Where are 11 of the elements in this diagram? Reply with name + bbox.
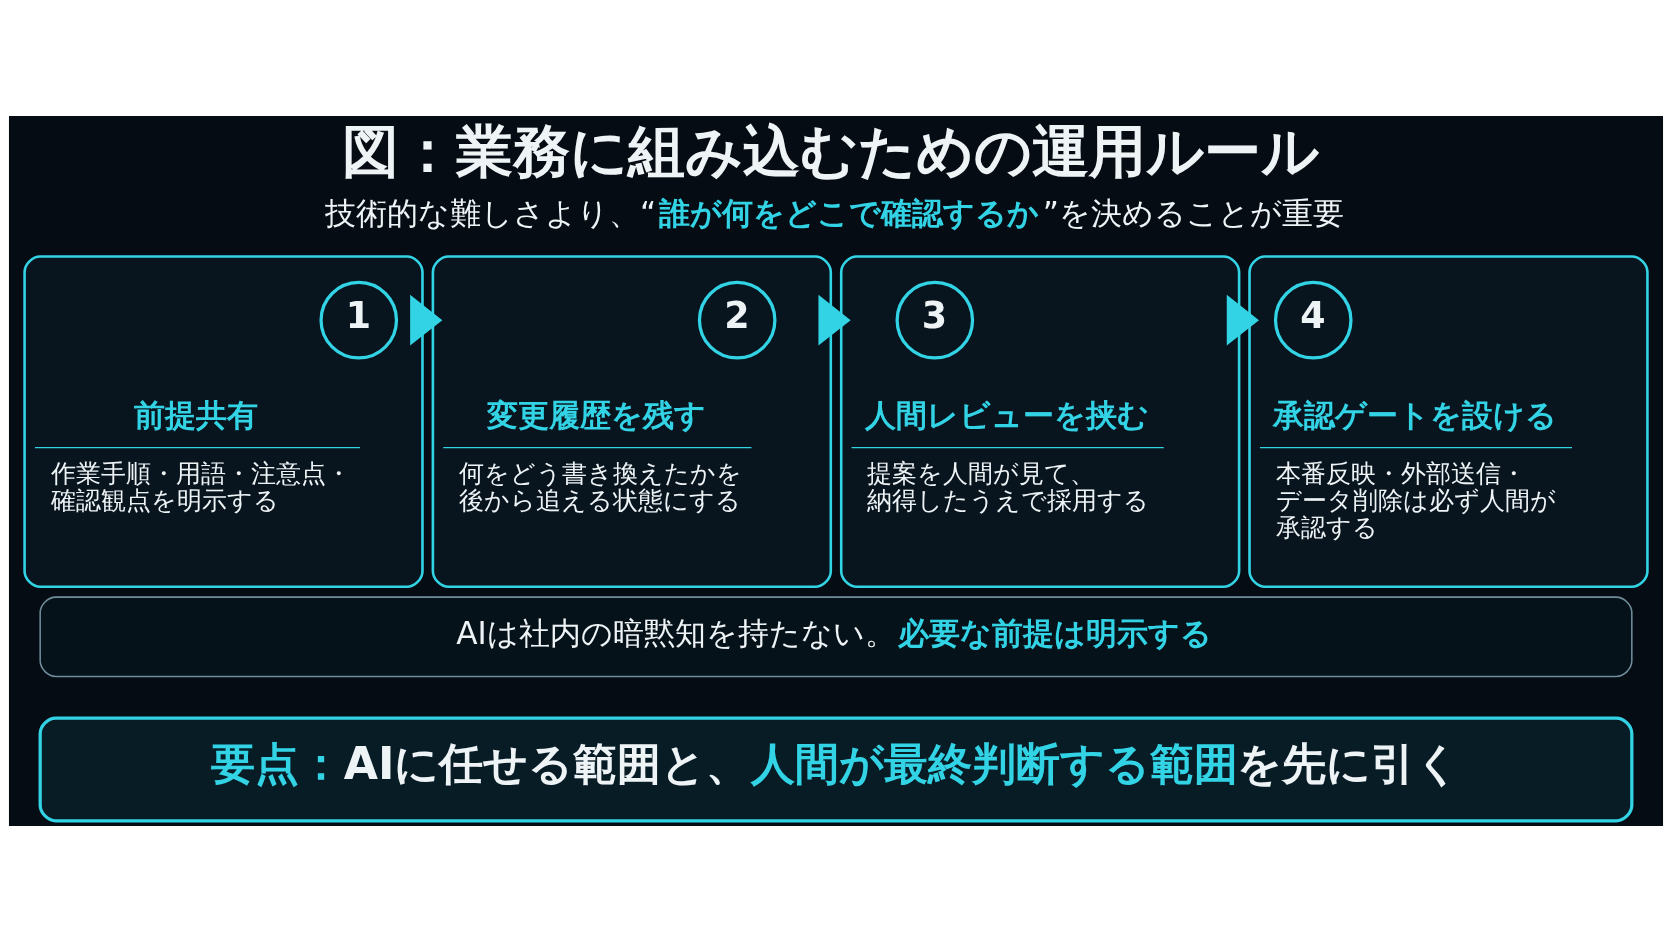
arrow bbox=[1226, 294, 1259, 345]
node-circle: 3 bbox=[895, 280, 975, 359]
node-box: 要点：AIに任せる範囲と、人間が最終判断する範囲を先に引く bbox=[38, 715, 1634, 822]
diagram-title: 図：業務に組み込むための運用ルール bbox=[342, 117, 1320, 184]
node-box: AIは社内の暗黙知を持たない。必要な前提は明示する bbox=[39, 595, 1633, 677]
arrow bbox=[410, 294, 443, 345]
label: 技術的な難しさより、“誰が何をどこで確認するか”を決めることが重要 bbox=[324, 194, 1344, 231]
node-circle: 4 bbox=[1273, 280, 1353, 359]
node-circle: 1 bbox=[319, 280, 399, 359]
node-circle: 2 bbox=[697, 280, 777, 359]
arrow bbox=[818, 294, 851, 346]
